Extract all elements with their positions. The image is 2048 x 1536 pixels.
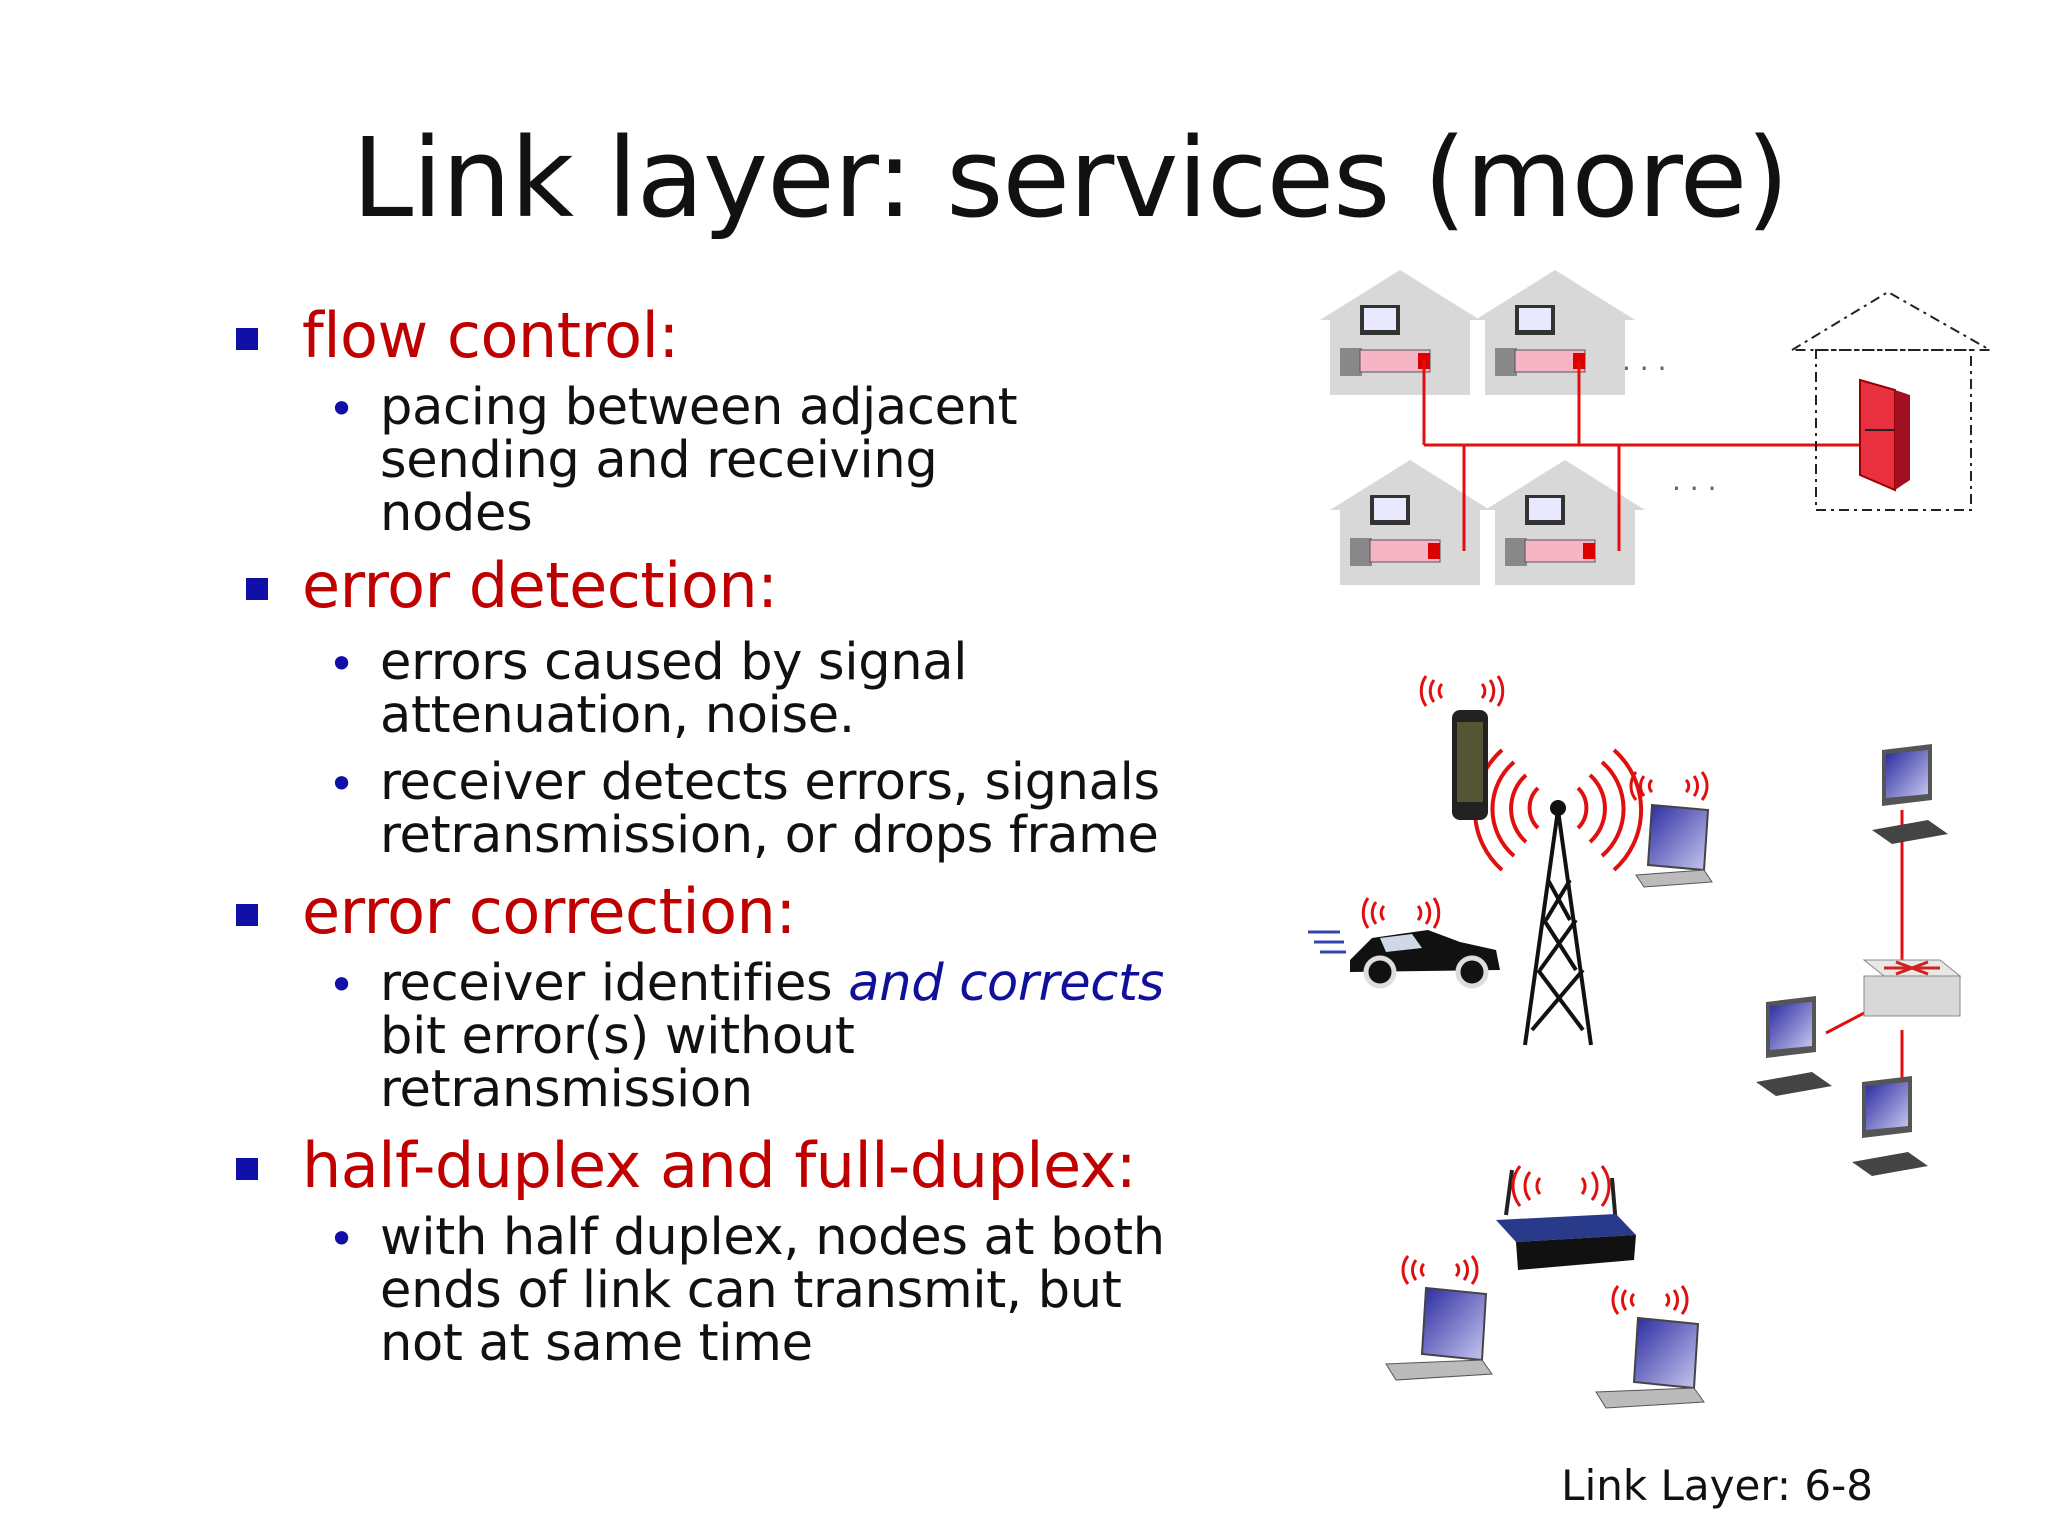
cellular-network-group [1308, 675, 1713, 1046]
bullet-list: flow control: • pacing between adjacent … [230, 300, 1230, 1370]
signal-icon [1611, 1285, 1689, 1315]
wifi-network-group [1385, 1165, 1705, 1409]
ethernet-switch-icon [1862, 959, 1962, 1017]
signal-icon [1511, 1165, 1611, 1207]
sub-bullet: • pacing between adjacent sending and re… [328, 378, 1018, 544]
section-error-detection: error detection: • errors caused by sign… [230, 550, 1230, 865]
laptop-icon [1385, 1286, 1493, 1381]
switched-lan-group [1756, 744, 1962, 1176]
dot-bullet-icon: • [328, 382, 355, 437]
ethernet-links [1825, 810, 1904, 1080]
ellipsis-bottom: . . . [1672, 464, 1717, 497]
laptop-icon [1635, 803, 1713, 888]
signal-icon [1361, 897, 1441, 929]
house-icon [1320, 270, 1480, 395]
home-network-group: . . . . . . [1320, 270, 1994, 585]
section-heading: half-duplex and full-duplex: [230, 1130, 1230, 1201]
section-error-correction: error correction: • receiver identifies … [230, 875, 1230, 1119]
section-heading: error correction: [230, 875, 1230, 947]
section-flow-control: flow control: • pacing between adjacent … [230, 300, 1230, 540]
dot-bullet-icon: • [328, 636, 355, 691]
sub-bullet: • receiver identifies and corrects bit e… [328, 953, 1164, 1119]
house-icon [1485, 460, 1645, 585]
signal-icon [1401, 1255, 1479, 1285]
slide-footer: Link Layer: 6-8 [1561, 1461, 1873, 1510]
slide-title: Link layer: services (more) [351, 114, 1789, 242]
house-icon [1330, 460, 1490, 585]
cell-tower-icon [1523, 800, 1593, 1046]
smartphone-icon [1452, 710, 1488, 820]
signal-icon [1419, 675, 1505, 707]
desktop-computer-icon [1852, 1076, 1928, 1176]
desktop-computer-icon [1756, 996, 1832, 1096]
dot-bullet-icon: • [328, 1212, 355, 1267]
square-bullet-icon [236, 1157, 258, 1180]
dot-bullet-icon: • [328, 756, 355, 811]
network-diagram: . . . . . . [1308, 270, 1994, 1409]
section-duplex: half-duplex and full-duplex: • with half… [230, 1130, 1230, 1370]
square-bullet-icon [236, 328, 258, 350]
square-bullet-icon [236, 903, 258, 926]
sub-bullet: • errors caused by signal attenuation, n… [328, 632, 968, 745]
house-icon [1475, 270, 1635, 395]
sub-bullet: • with half duplex, nodes at both ends o… [328, 1208, 1165, 1374]
section-heading: error detection: [230, 550, 1230, 621]
sub-bullet: • receiver detects errors, signals retra… [328, 752, 1160, 865]
signal-icon [1629, 771, 1709, 801]
car-icon [1308, 930, 1500, 989]
wireless-router-icon [1496, 1169, 1636, 1270]
dot-bullet-icon: • [328, 957, 355, 1012]
desktop-computer-icon [1872, 744, 1948, 844]
laptop-icon [1595, 1316, 1705, 1409]
ellipsis-top: . . . [1622, 344, 1667, 377]
square-bullet-icon [246, 578, 268, 601]
section-heading: flow control: [230, 300, 1230, 371]
head-end-house [1788, 290, 1994, 511]
shared-cable [1422, 361, 1860, 551]
